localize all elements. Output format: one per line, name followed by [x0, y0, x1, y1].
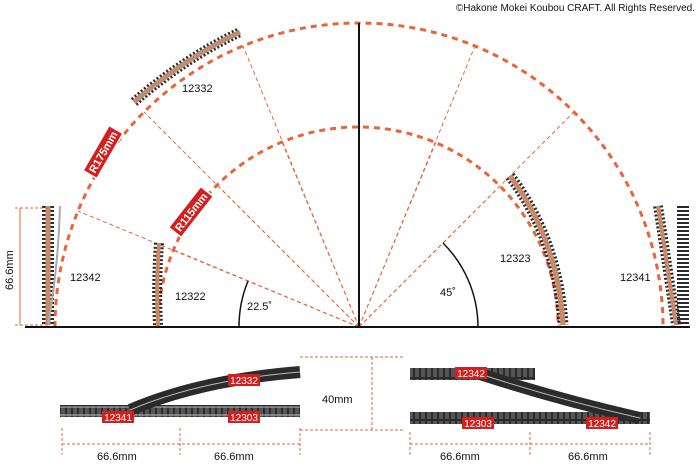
right-turnout-bottom-tag: 12342: [586, 417, 618, 430]
svg-text:12332: 12332: [230, 376, 258, 387]
radius-diagram: 22.5˚ 45˚ R175mm R115mm 12332 12342 12: [4, 21, 690, 328]
bottom-left-layout: 12341 12332 12303 66.6mm 66.6mm: [60, 366, 301, 463]
radial-guides: [77, 45, 575, 328]
height-dimension: [15, 207, 48, 326]
left-turnout-track: [42, 205, 61, 326]
right-turnout-track: [653, 205, 689, 326]
spacing-dimension-label: 40mm: [322, 394, 353, 406]
right-turnout-part-number: 12341: [620, 272, 651, 284]
outer-curve-track: [130, 27, 243, 106]
inner-curve-part-number: 12322: [175, 291, 206, 303]
inner-right-curve-part-number: 12323: [500, 253, 531, 265]
bottom-left-dim-a: 66.6mm: [97, 451, 137, 463]
angle-label-small: 22.5˚: [247, 301, 272, 313]
height-dimension-label: 66.6mm: [4, 250, 16, 290]
inner-radius-tag: R115mm: [167, 185, 215, 239]
outer-radius-tag: R175mm: [82, 124, 124, 180]
bottom-right-dim-b: 66.6mm: [568, 451, 608, 463]
bottom-right-dim-a: 66.6mm: [440, 451, 480, 463]
outer-curve-part-number: 12332: [182, 83, 213, 95]
copyright-text: ©Hakone Mokei Koubou CRAFT. All Rights R…: [456, 3, 695, 14]
svg-text:12303: 12303: [464, 419, 492, 430]
left-turnout-part-number: 12342: [70, 272, 101, 284]
svg-text:12303: 12303: [230, 413, 258, 424]
angle-arc-small: [238, 280, 249, 328]
svg-text:12342: 12342: [457, 369, 485, 380]
right-straight-tag: 12303: [462, 417, 494, 430]
left-curve-tag: 12332: [228, 374, 260, 387]
left-turnout-tag: 12341: [102, 411, 134, 424]
inner-radius-arc: [156, 125, 560, 328]
bottom-left-dim-b: 66.6mm: [214, 451, 254, 463]
inner-curve-track: [152, 242, 164, 326]
angle-label-large: 45˚: [440, 287, 456, 299]
right-turnout-top-tag: 12342: [455, 367, 487, 380]
svg-text:12341: 12341: [104, 413, 132, 424]
svg-text:12342: 12342: [588, 419, 616, 430]
left-straight-tag: 12303: [228, 411, 260, 424]
inner-right-curve-track: [505, 172, 569, 326]
bottom-right-layout: 12342 12303 12342 66.6mm 66.6mm: [409, 367, 651, 463]
angle-arc-large: [442, 242, 479, 328]
spacing-dimension: [300, 356, 405, 431]
